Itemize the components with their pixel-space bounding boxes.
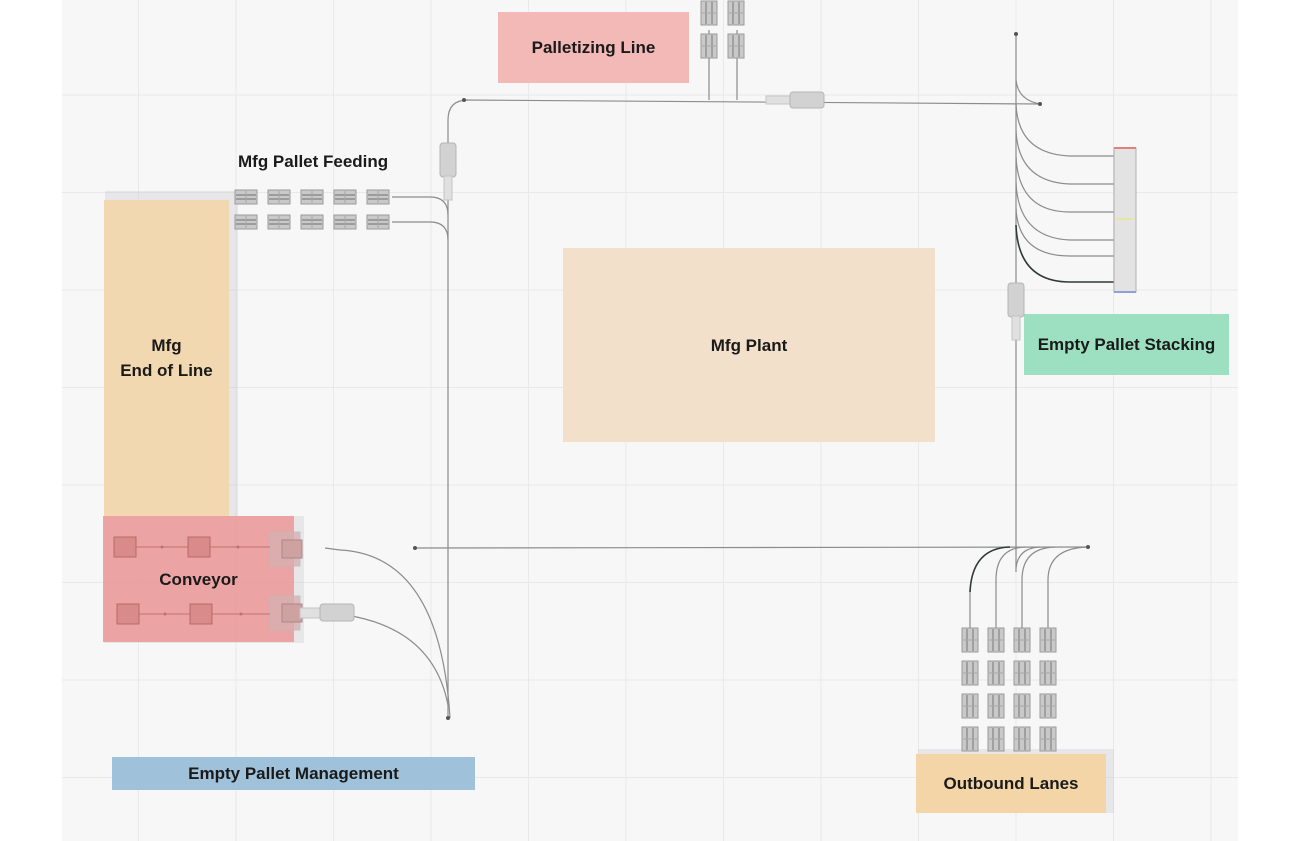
zone-outbound-lanes-label: Outbound Lanes <box>943 774 1079 793</box>
zone-empty-pallet-management-label: Empty Pallet Management <box>188 764 399 783</box>
zone-outbound-lanes[interactable]: Outbound Lanes <box>916 754 1106 813</box>
zone-mfg-plant[interactable]: Mfg Plant <box>563 248 935 442</box>
path-top-horizontal <box>461 99 1041 105</box>
zone-mfg-end-of-line[interactable]: Mfg End of Line <box>104 200 229 516</box>
path-bottom-horizontal <box>414 546 1089 549</box>
feeding-pallets <box>234 189 390 230</box>
agv-vehicles[interactable] <box>299 91 1025 622</box>
path-top-corner <box>447 99 469 121</box>
zone-conveyor-label: Conveyor <box>159 569 238 589</box>
zone-mfg-end-of-line-label: Mfg End of Line <box>120 336 213 380</box>
zone-palletizing-line[interactable]: Palletizing Line <box>498 12 689 83</box>
palletizing-pallets <box>700 0 745 59</box>
zone-mfg-plant-label: Mfg Plant <box>710 335 788 355</box>
zone-empty-pallet-stacking[interactable]: Empty Pallet Stacking <box>1024 314 1229 375</box>
conveyor-stations[interactable] <box>113 531 303 631</box>
mfg-pallet-feeding-label: Mfg Pallet Feeding <box>238 152 389 171</box>
stacking-rack[interactable] <box>1113 147 1137 293</box>
zone-palletizing-line-label: Palletizing Line <box>531 38 656 57</box>
outbound-pallets <box>961 627 1057 752</box>
zone-empty-pallet-stacking-label: Empty Pallet Stacking <box>1037 335 1216 354</box>
zone-empty-pallet-management[interactable]: Empty Pallet Management <box>112 757 475 790</box>
